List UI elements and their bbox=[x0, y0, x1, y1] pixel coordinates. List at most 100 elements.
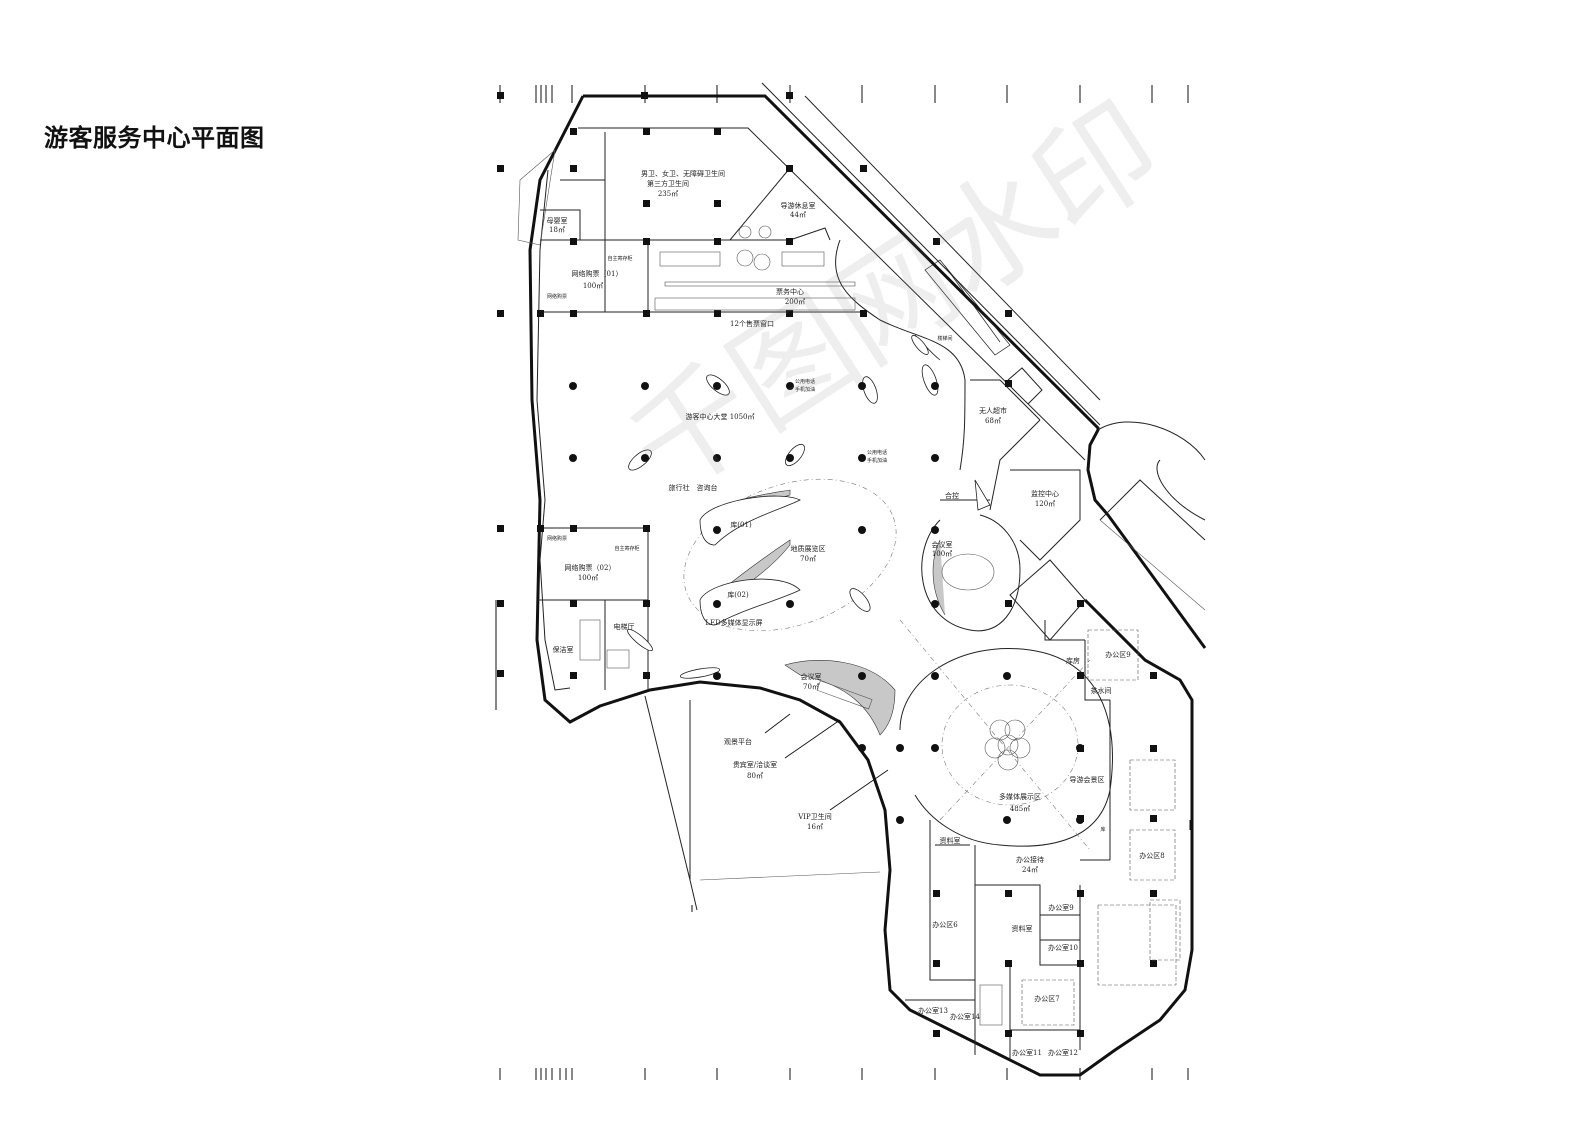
round-columns bbox=[569, 382, 1084, 824]
room-o13: 办公室13 bbox=[918, 1006, 948, 1015]
label-supermarket-1: 无人超市 bbox=[979, 406, 1007, 415]
room-office7: 办公区7 bbox=[1034, 994, 1059, 1003]
view-platform bbox=[644, 695, 881, 912]
label-archive2-1: 资料室 bbox=[1012, 924, 1033, 933]
label-reception-2: 24㎡ bbox=[1022, 866, 1038, 874]
label-hall-1: 游客中心大堂 1050㎡ bbox=[685, 412, 754, 421]
outer-walls bbox=[517, 82, 1207, 1077]
label-view-1: 观景平台 bbox=[724, 737, 752, 746]
room-store02: 库(02) bbox=[727, 590, 749, 599]
label-phone-2: 公用电话 bbox=[867, 449, 887, 456]
label-phone-1: 公用电话 bbox=[795, 378, 815, 385]
label-monitor-1: 监控中心 bbox=[1031, 489, 1059, 498]
label-tickets-2: 网络购票 bbox=[547, 535, 567, 542]
label-selfservice-2: 自主寄存柜 bbox=[614, 545, 639, 552]
label-store-1: 库房 bbox=[1066, 656, 1080, 665]
label-travel-1: 旅行社 咨询台 bbox=[669, 483, 718, 492]
label-o14-1: 办公室14 bbox=[950, 1012, 980, 1021]
label-archive1-1: 资料室 bbox=[940, 836, 961, 845]
leader-lines bbox=[764, 713, 889, 811]
label-restroom-3: 235㎡ bbox=[658, 190, 678, 198]
label-office6-1: 办公区6 bbox=[932, 920, 958, 929]
label-media-2: 485㎡ bbox=[1010, 805, 1030, 813]
room-o12: 办公室12 bbox=[1048, 1048, 1078, 1057]
label-guide-rest-2: 44㎡ bbox=[790, 211, 806, 219]
room-store: 库房 bbox=[1066, 656, 1080, 665]
room-control: 合控 bbox=[945, 491, 959, 500]
label-office8-1: 办公区8 bbox=[1139, 851, 1164, 860]
label-store01-1: 库(01) bbox=[730, 520, 752, 529]
label-monitor-2: 120㎡ bbox=[1035, 500, 1055, 508]
room-reception: 办公接待 24㎡ bbox=[1016, 855, 1044, 874]
room-view: 观景平台 bbox=[724, 737, 752, 746]
room-archive2: 资料室 bbox=[1012, 924, 1033, 933]
room-o10: 办公室10 bbox=[1048, 943, 1078, 952]
room-windows: 12个售票窗口 bbox=[730, 319, 774, 328]
label-ticket02-2: 100㎡ bbox=[578, 574, 598, 582]
room-meeting2: 会议室 70㎡ bbox=[801, 672, 822, 691]
label-control-1: 合控 bbox=[945, 491, 959, 500]
room-ticket02: 网络购票（02） 100㎡ bbox=[565, 563, 616, 582]
label-office7-1: 办公区7 bbox=[1034, 994, 1059, 1003]
label-reception-1: 办公接待 bbox=[1016, 855, 1044, 864]
label-o10-1: 办公室10 bbox=[1048, 943, 1078, 952]
furniture bbox=[579, 225, 1181, 1026]
room-elevator: 电梯厅 bbox=[614, 622, 635, 631]
room-office8: 办公区8 bbox=[1139, 851, 1164, 860]
room-travel: 旅行社 咨询台 bbox=[669, 483, 718, 492]
label-tea-1: 茶水间 bbox=[1091, 686, 1112, 695]
label-stair: 楼梯间 bbox=[937, 335, 952, 342]
label-viptoilet-1: VIP卫生间 bbox=[797, 812, 832, 821]
label-guide-area-1: 导游会景区 bbox=[1070, 775, 1105, 784]
label-meeting2-1: 会议室 bbox=[801, 672, 822, 681]
label-o9-1: 办公室9 bbox=[1048, 903, 1073, 912]
label-ticket02-1: 网络购票（02） bbox=[565, 563, 616, 572]
label-guide-rest-1: 导游休息室 bbox=[781, 201, 816, 210]
label-selfservice-1: 自主寄存柜 bbox=[607, 255, 632, 262]
label-meeting1-1: 会议室 bbox=[932, 540, 953, 549]
label-mother-1: 母婴室 bbox=[547, 216, 568, 225]
label-charge-2: 手机加油 bbox=[867, 457, 887, 464]
label-office9-1: 办公区9 bbox=[1105, 650, 1130, 659]
room-ticket-center: 票务中心 200㎡ bbox=[776, 287, 805, 306]
room-led: LED多媒体显示屏 bbox=[705, 618, 762, 627]
room-o14: 办公室14 bbox=[950, 1012, 980, 1021]
room-o11: 办公室11 bbox=[1012, 1048, 1042, 1057]
label-ticket-center-1: 票务中心 bbox=[776, 287, 804, 296]
room-viptoilet: VIP卫生间 16㎡ bbox=[797, 812, 832, 831]
room-ticket01: 网络购票（01） 100㎡ bbox=[572, 269, 623, 290]
label-tickets-1: 网络购票 bbox=[547, 293, 567, 300]
label-ticket-center-2: 200㎡ bbox=[785, 298, 805, 306]
label-ticket01-2: 100㎡ bbox=[583, 282, 603, 290]
pillar-islands bbox=[627, 335, 939, 679]
label-meeting1-2: 100㎡ bbox=[932, 550, 952, 558]
label-windows-1: 12个售票窗口 bbox=[730, 319, 774, 328]
room-vip: 贵宾室/洽谈室 80㎡ bbox=[733, 760, 777, 780]
label-meeting2-2: 70㎡ bbox=[803, 683, 819, 691]
diagonal-stair bbox=[924, 259, 1011, 356]
partitions bbox=[538, 132, 1111, 1060]
room-cleaning: 保洁室 bbox=[553, 645, 574, 654]
label-vip-1: 贵宾室/洽谈室 bbox=[733, 760, 777, 769]
grid-ticks bbox=[495, 85, 1191, 1080]
room-office6: 办公区6 bbox=[932, 920, 958, 929]
columns bbox=[497, 92, 1157, 1037]
room-store01: 库(01) bbox=[730, 520, 752, 529]
label-mother-2: 18㎡ bbox=[549, 226, 565, 234]
label-geo-1: 地质展览区 bbox=[791, 544, 826, 553]
label-elevator-1: 电梯厅 bbox=[614, 622, 635, 631]
room-archive1: 资料室 bbox=[940, 836, 961, 845]
label-vip-2: 80㎡ bbox=[747, 772, 763, 780]
label-o13-1: 办公室13 bbox=[918, 1006, 948, 1015]
label-viptoilet-2: 16㎡ bbox=[807, 823, 823, 831]
room-office9: 办公区9 bbox=[1105, 650, 1130, 659]
label-ticket01-1: 网络购票（01） bbox=[572, 269, 623, 278]
page-title: 游客服务中心平面图 bbox=[44, 124, 265, 152]
label-charge-1: 手机加油 bbox=[795, 386, 815, 393]
